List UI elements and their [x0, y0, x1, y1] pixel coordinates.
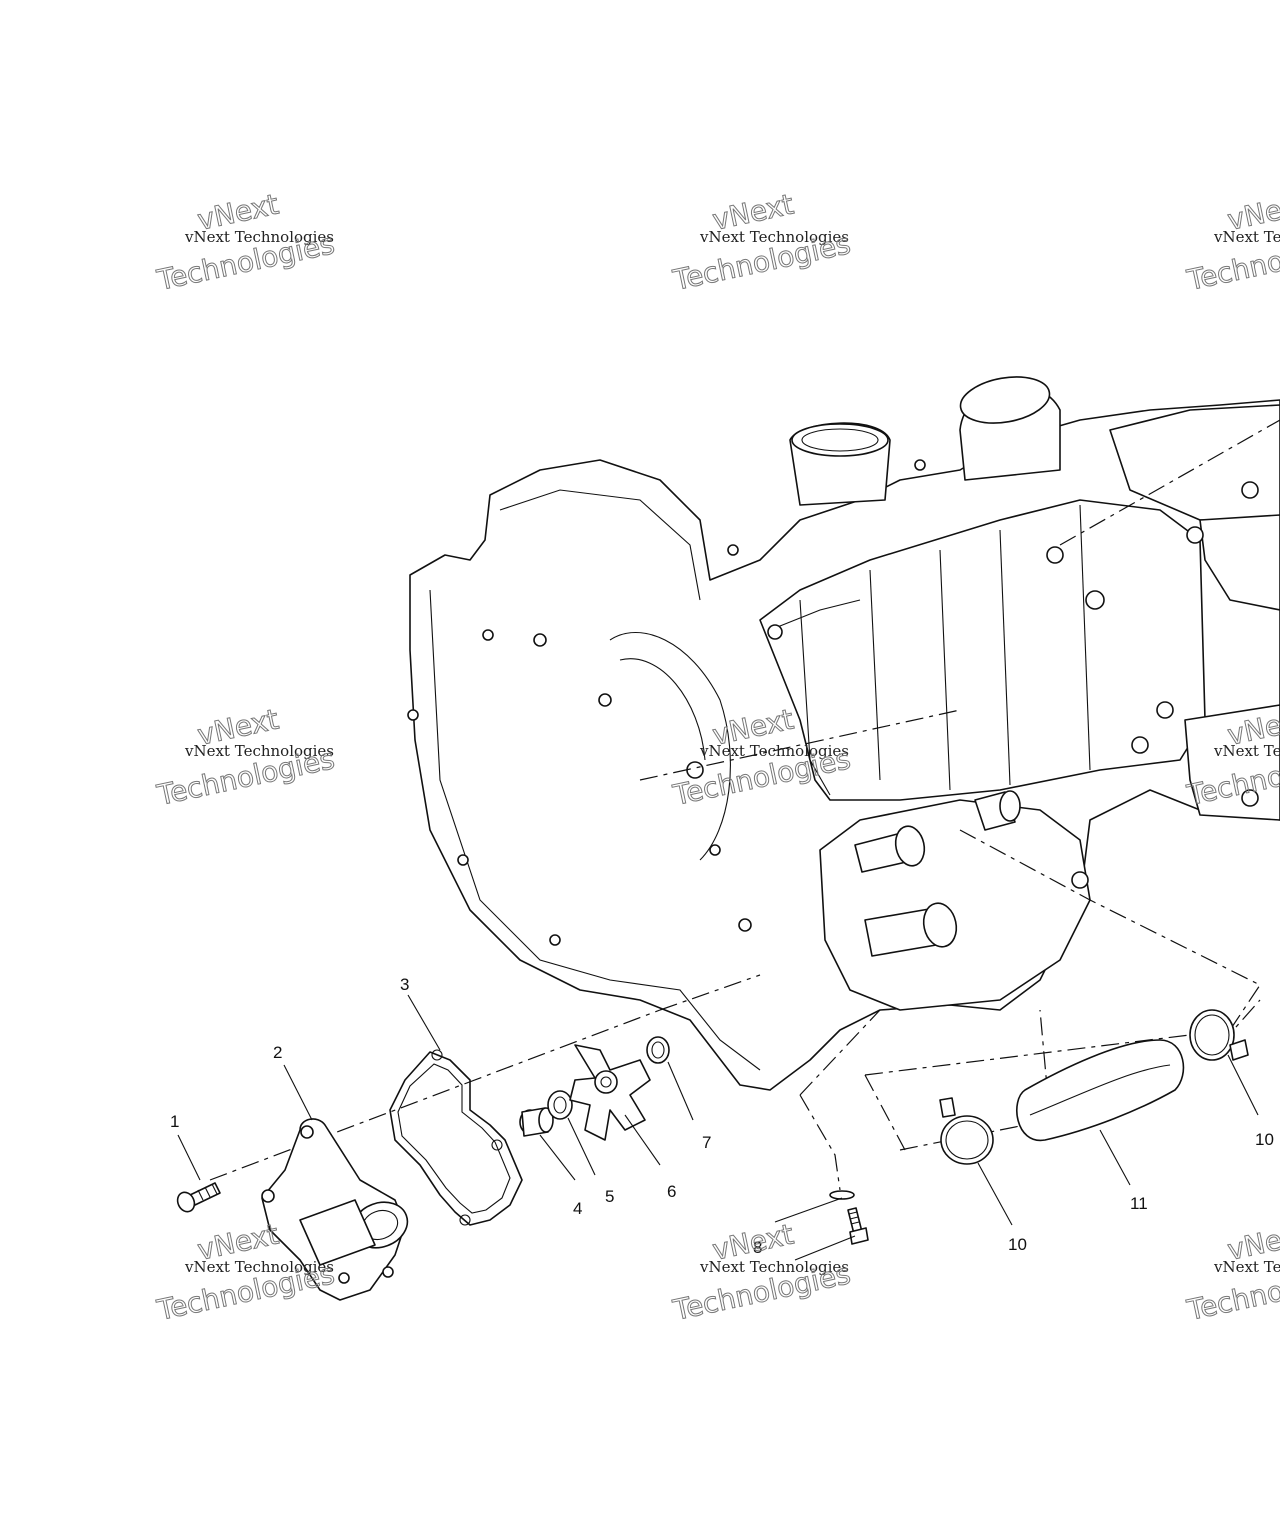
- watermark-mid-left: vNext vNext Technologies Technologies: [153, 702, 338, 812]
- watermark-top-left: vNext vNext Technologies Technologies: [153, 187, 338, 297]
- part-1-bolt: [176, 1182, 221, 1213]
- svg-text:vNext Technologies: vNext Technologies: [699, 228, 849, 246]
- part-4-seal: [519, 1107, 554, 1137]
- callout-10-right: 10: [1255, 1130, 1274, 1149]
- part-11-hose: [1016, 1039, 1185, 1141]
- svg-text:vNext Technologies: vNext Technologies: [1213, 228, 1280, 246]
- engine-block: [407, 376, 1280, 1091]
- part-5-washer: [547, 1090, 573, 1120]
- callout-labels: 1 2 3 4 5 6 7 8 10 10 11: [170, 975, 1274, 1257]
- part-3-gasket: [389, 1049, 523, 1226]
- watermark-top-center: vNext vNext Technologies Technologies: [669, 187, 854, 297]
- watermark-bottom-center: vNext vNext Technologies Technologies: [669, 1217, 854, 1327]
- callout-4: 4: [573, 1199, 582, 1218]
- leader-lines: [177, 994, 1259, 1261]
- callout-1: 1: [170, 1112, 179, 1131]
- callout-8: 8: [753, 1238, 762, 1257]
- svg-text:vNext Technologies: vNext Technologies: [1213, 742, 1280, 760]
- callout-10-left: 10: [1008, 1235, 1027, 1254]
- part-2-pump-cover: [261, 1118, 409, 1301]
- svg-text:vNext Technologies: vNext Technologies: [699, 742, 849, 760]
- svg-text:vNext Technologies: vNext Technologies: [699, 1258, 849, 1276]
- part-10-clamp-left: [939, 1097, 994, 1165]
- svg-text:vNext Technologies: vNext Technologies: [1213, 1258, 1280, 1276]
- svg-text:vNext Technologies: vNext Technologies: [184, 1258, 334, 1276]
- part-7-oring: [646, 1036, 670, 1064]
- svg-text:vNext Technologies: vNext Technologies: [184, 742, 334, 760]
- part-10-clamp-right: [1189, 1009, 1249, 1061]
- part-6-impeller: [569, 1044, 651, 1141]
- callout-7: 7: [702, 1133, 711, 1152]
- callout-11: 11: [1130, 1194, 1148, 1213]
- svg-text:vNext Technologies: vNext Technologies: [184, 228, 334, 246]
- callout-5: 5: [605, 1187, 614, 1206]
- watermark-bottom-right: vNext vNext Technologies Technologies: [1183, 1217, 1280, 1327]
- callout-6: 6: [667, 1182, 676, 1201]
- watermark-top-right: vNext vNext Technologies Technologies: [1183, 187, 1280, 297]
- callout-2: 2: [273, 1043, 282, 1062]
- part-8-washer-bolt: [829, 1190, 869, 1245]
- callout-3: 3: [400, 975, 409, 994]
